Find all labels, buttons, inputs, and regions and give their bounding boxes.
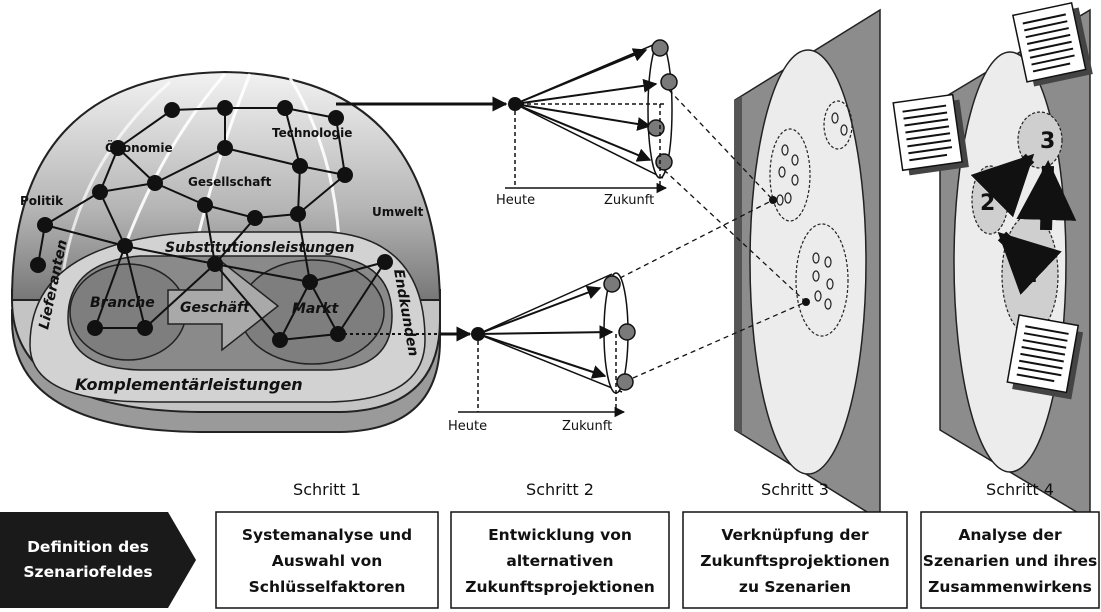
step-1-title: Schritt 1 [293,480,361,499]
step-4-box: Analyse der Szenarien und ihres Zusammen… [920,511,1100,609]
label-markt: Markt [292,301,340,317]
geschaeft-arrow [167,260,280,352]
rank-3: 3 [1040,129,1055,154]
label-politik: Politik [20,194,64,208]
step-3-line-2: Zukunftsprojektionen [700,552,890,570]
label-substitution: Substitutionsleistungen [165,240,355,256]
definition-box: Definition des Szenariofeldes [0,512,196,608]
scenario-panel [734,8,881,522]
label-gesellschaft: Gesellschaft [188,175,272,189]
document-icon [1006,314,1084,400]
projection-cone-top: Heute Zukunft [496,39,678,208]
definition-line-1: Definition des [27,538,149,556]
projection-cone-bottom: Heute Zukunft [448,272,636,434]
label-geschaeft: Geschäft [180,300,251,316]
step-4-line-1: Analyse der [958,526,1062,544]
analysis-panel: 3 2 1 [939,8,1091,522]
step-1-line-1: Systemanalyse und [242,526,412,544]
step-2-box: Entwicklung von alternativen Zukunftspro… [450,511,670,609]
step-2-line-1: Entwicklung von [488,526,632,544]
label-heute-bottom: Heute [448,419,487,434]
step-3-line-3: zu Szenarien [739,578,851,596]
step-4-title: Schritt 4 [986,480,1054,499]
step-2-line-3: Zukunftsprojektionen [465,578,655,596]
step-4-line-3: Zusammenwirkens [928,578,1092,596]
document-icon [892,93,969,176]
label-zukunft-top: Zukunft [604,193,654,208]
label-umwelt: Umwelt [372,205,424,219]
step-3-line-1: Verknüpfung der [721,526,869,544]
step-2-title: Schritt 2 [526,480,594,499]
step-1-line-3: Schlüsselfaktoren [249,578,406,596]
definition-line-2: Szenariofeldes [23,563,152,581]
step-3-title: Schritt 3 [761,480,829,499]
label-oekonomie: Ökonomie [105,140,173,155]
document-icon [1011,2,1093,87]
label-heute-top: Heute [496,193,535,208]
rank-1: 1 [1022,263,1037,288]
step-3-box: Verknüpfung der Zukunftsprojektionen zu … [682,511,908,609]
step-1-line-2: Auswahl von [272,552,383,570]
system-dome: Politik Ökonomie Technologie Gesellschaf… [10,70,442,433]
step-1-box: Systemanalyse und Auswahl von Schlüsself… [215,511,439,609]
label-technologie: Technologie [272,126,352,140]
rank-2: 2 [980,191,995,216]
label-komplementaer: Komplementärleistungen [75,375,303,394]
label-zukunft-bottom: Zukunft [562,419,612,434]
projection-links [619,89,807,379]
step-4-line-2: Szenarien und ihres [923,552,1097,570]
step-2-line-2: alternativen [506,552,613,570]
label-branche: Branche [90,295,155,311]
